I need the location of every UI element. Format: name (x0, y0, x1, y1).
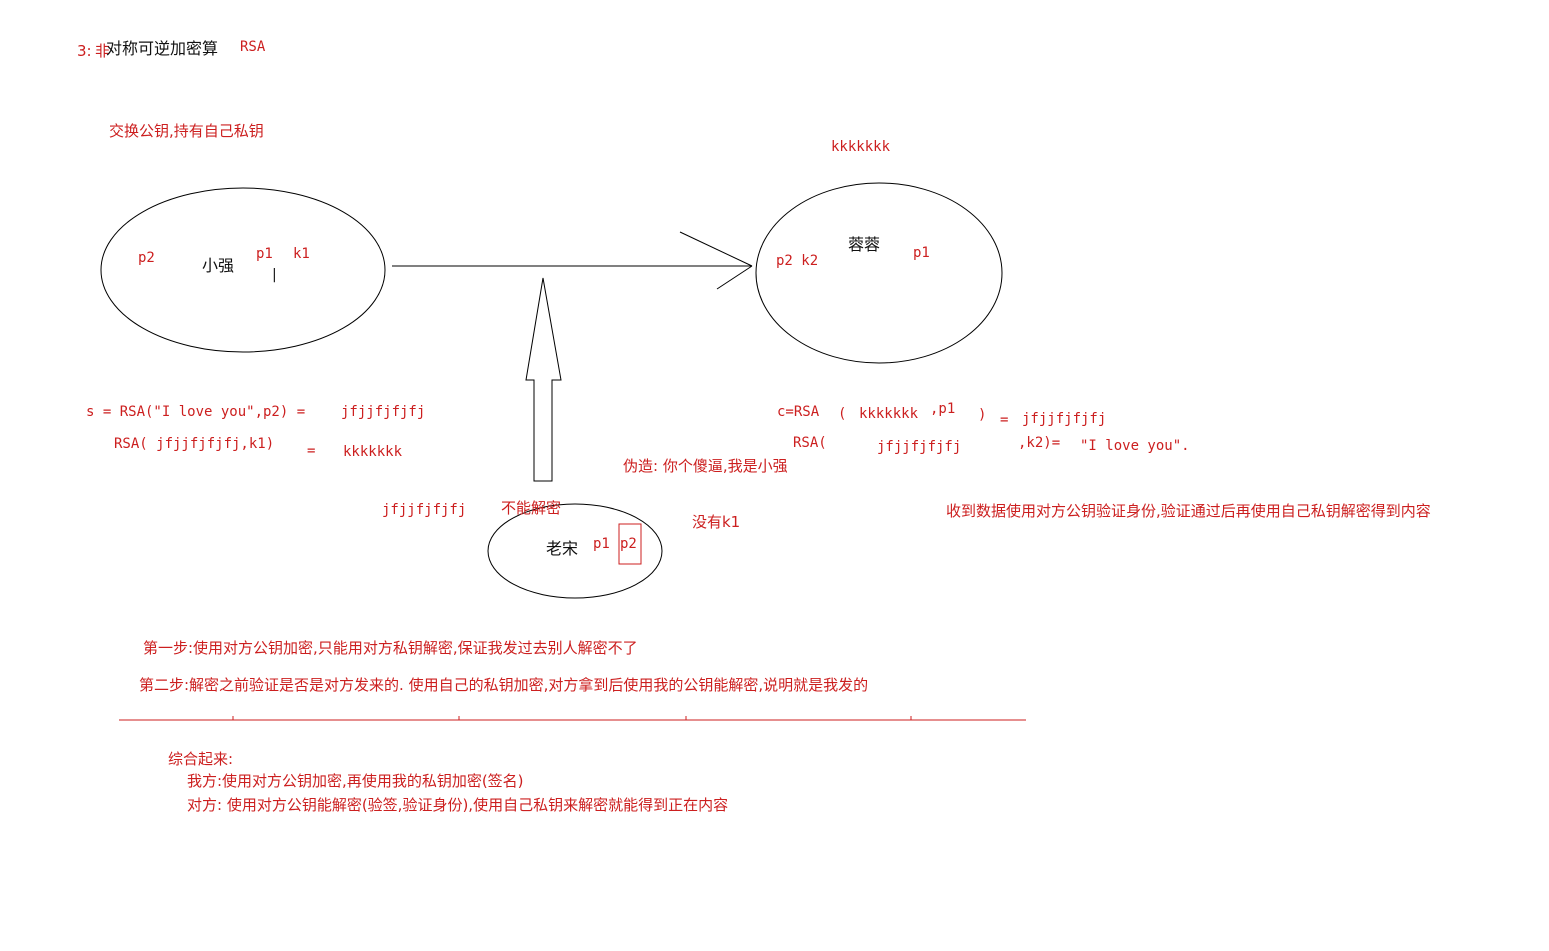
intercept-up-arrow (525, 277, 562, 482)
note-exchange-keys: 交换公钥,持有自己私钥 (109, 122, 264, 140)
formula-c-open: ( (838, 406, 847, 422)
rongrong-name: 蓉蓉 (848, 235, 881, 254)
summary-mine: 我方:使用对方公钥加密,再使用我的私钥加密(签名) (187, 772, 524, 790)
formula-c-arg: kkkkkkk (859, 406, 919, 422)
rongrong-key-p2-k2: p2 k2 (776, 253, 819, 269)
formula-c-result: jfjjfjfjfj (1022, 411, 1107, 427)
formula-d-result: "I love you". (1080, 438, 1190, 454)
xiaoqiang-name: 小强 (202, 256, 235, 275)
formula-sign-result: jfjjfjfjfj (341, 404, 426, 420)
title-prefix-char: 非 (95, 42, 111, 60)
formula-decrypt-left: RSA( jfjjfjfjfj,k1) (114, 436, 275, 452)
formula-c-key: ,p1 (930, 401, 956, 417)
attacker-forgery-note: 伪造: 你个傻逼,我是小强 (623, 457, 788, 475)
step-two: 第二步:解密之前验证是否是对方发来的. 使用自己的私钥加密,对方拿到后使用我的公… (139, 676, 869, 694)
formula-d-key: ,k2)= (1018, 435, 1061, 451)
formula-decrypt-eq: = (307, 443, 316, 459)
xiaoqiang-key-k1: k1 (293, 246, 310, 262)
xiaoqiang-key-p2: p2 (138, 250, 155, 266)
text-cursor: | (272, 267, 277, 283)
formula-d-arg: jfjjfjfjfj (877, 439, 962, 455)
formula-decrypt-result: kkkkkkk (343, 444, 403, 460)
party-xiaoqiang-ellipse (100, 187, 386, 353)
laosong-p2-box (618, 523, 642, 565)
rongrong-key-p1: p1 (913, 245, 930, 261)
send-arrow-head-top (679, 231, 753, 267)
laosong-key-p2: p2 (620, 536, 637, 552)
xiaoqiang-key-p1: p1 (256, 246, 273, 262)
step-one: 第一步:使用对方公钥加密,只能用对方私钥解密,保证我发过去别人解密不了 (143, 639, 638, 657)
formula-c-label: c=RSA (777, 404, 820, 420)
party-laosong-ellipse (487, 503, 663, 599)
formula-d-label: RSA( (793, 435, 827, 451)
laosong-key-p1: p1 (593, 536, 610, 552)
title-text: 对称可逆加密算 (106, 39, 219, 58)
party-rongrong-ellipse (755, 182, 1003, 364)
send-arrow-head-bottom (716, 265, 753, 290)
formula-c-eq: = (1000, 412, 1009, 428)
laosong-no-key: 没有k1 (692, 513, 741, 531)
rongrong-above-ciphertext: kkkkkkk (831, 139, 891, 155)
title-algorithm: RSA (240, 39, 266, 55)
summary-theirs: 对方: 使用对方公钥能解密(验签,验证身份),使用自己私钥来解密就能得到正在内容 (187, 796, 729, 814)
formula-sign-left: s = RSA("I love you",p2) = (86, 404, 306, 420)
receive-verify-note: 收到数据使用对方公钥验证身份,验证通过后再使用自己私钥解密得到内容 (946, 502, 1431, 520)
summary-heading: 综合起来: (168, 750, 234, 768)
formula-c-close: ) (978, 407, 987, 423)
title-number: 3: (77, 42, 92, 60)
laosong-name: 老宋 (546, 539, 579, 558)
attacker-intercepted: jfjjfjfjfj (382, 502, 467, 518)
attacker-cannot-decrypt: 不能解密 (501, 499, 562, 517)
